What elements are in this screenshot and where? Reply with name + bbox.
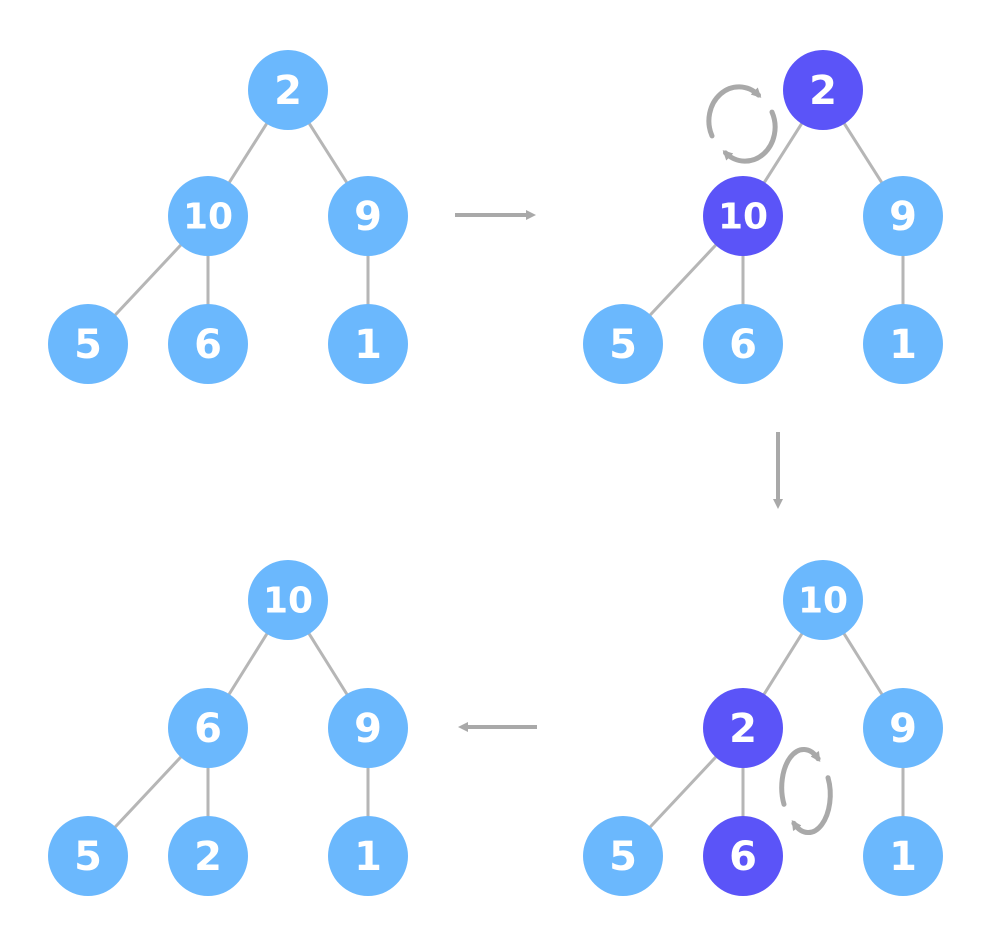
step-4-node-3: 5 — [48, 816, 128, 896]
step-1-node-label-1: 10 — [183, 197, 233, 238]
step-1-node-circle-2 — [328, 176, 408, 256]
step-4-node-circle-4 — [168, 816, 248, 896]
step-3-node-circle-2 — [863, 688, 943, 768]
step-3-node-0: 10 — [783, 560, 863, 640]
step-2-node-label-5: 1 — [889, 322, 917, 368]
step-2-node-3: 5 — [583, 304, 663, 384]
step-1-node-1: 10 — [168, 176, 248, 256]
step-3-node-label-3: 5 — [609, 834, 637, 880]
step-4-node-4: 2 — [168, 816, 248, 896]
step-3-node-circle-4 — [703, 816, 783, 896]
step-3-node-5: 1 — [863, 816, 943, 896]
step-1-node-label-5: 1 — [354, 322, 382, 368]
step-2-node-circle-4 — [703, 304, 783, 384]
step-2-node-1: 10 — [703, 176, 783, 256]
step-2-node-circle-3 — [583, 304, 663, 384]
step-4-node-2: 9 — [328, 688, 408, 768]
step-3-node-label-2: 9 — [889, 706, 917, 752]
step-4-node-circle-1 — [168, 688, 248, 768]
step-2-node-4: 6 — [703, 304, 783, 384]
step-1-node-2: 9 — [328, 176, 408, 256]
step-4-node-circle-2 — [328, 688, 408, 768]
step-2-node-label-2: 9 — [889, 194, 917, 240]
step-3-node-2: 9 — [863, 688, 943, 768]
step-2-node-label-0: 2 — [809, 68, 837, 114]
step-2-node-circle-5 — [863, 304, 943, 384]
step-3-swap-icon — [779, 747, 833, 835]
step-1-node-label-0: 2 — [274, 68, 302, 114]
step-3-node-3: 5 — [583, 816, 663, 896]
step-1-node-0: 2 — [248, 50, 328, 130]
step-1-node-label-4: 6 — [194, 322, 222, 368]
step-3-node-4: 6 — [703, 816, 783, 896]
step-2-node-circle-2 — [863, 176, 943, 256]
step-3-node-circle-3 — [583, 816, 663, 896]
step-3-node-label-5: 1 — [889, 834, 917, 880]
step-4-node-circle-3 — [48, 816, 128, 896]
step-2-node-circle-0 — [783, 50, 863, 130]
step-4-node-1: 6 — [168, 688, 248, 768]
step-1-node-circle-5 — [328, 304, 408, 384]
step-4-node-0: 10 — [248, 560, 328, 640]
step-2-swap-icon — [706, 84, 778, 164]
step-1-node-circle-1 — [168, 176, 248, 256]
step-2-node-circle-1 — [703, 176, 783, 256]
step-4-node-5: 1 — [328, 816, 408, 896]
step-2-node-2: 9 — [863, 176, 943, 256]
step-4-node-circle-5 — [328, 816, 408, 896]
step-3-node-label-0: 10 — [798, 581, 848, 622]
step-3-node-label-1: 2 — [729, 706, 757, 752]
step-3-node-label-4: 6 — [729, 834, 757, 880]
step-1-node-4: 6 — [168, 304, 248, 384]
step-4-node-circle-0 — [248, 560, 328, 640]
step-2-node-label-4: 6 — [729, 322, 757, 368]
step-4-node-label-4: 2 — [194, 834, 222, 880]
step-4-node-label-3: 5 — [74, 834, 102, 880]
step-1-node-label-2: 9 — [354, 194, 382, 240]
step-3-node-circle-1 — [703, 688, 783, 768]
step-4-node-label-1: 6 — [194, 706, 222, 752]
step-3-node-1: 2 — [703, 688, 783, 768]
step-1-node-label-3: 5 — [74, 322, 102, 368]
step-2-node-label-1: 10 — [718, 197, 768, 238]
step-4-node-label-0: 10 — [263, 581, 313, 622]
step-2-node-label-3: 5 — [609, 322, 637, 368]
step-1-node-3: 5 — [48, 304, 128, 384]
step-3-node-circle-5 — [863, 816, 943, 896]
step-2-node-5: 1 — [863, 304, 943, 384]
step-4-node-label-2: 9 — [354, 706, 382, 752]
step-1-node-5: 1 — [328, 304, 408, 384]
step-4-node-label-5: 1 — [354, 834, 382, 880]
step-1-node-circle-0 — [248, 50, 328, 130]
step-1-node-circle-3 — [48, 304, 128, 384]
step-1-node-circle-4 — [168, 304, 248, 384]
step-2-node-0: 2 — [783, 50, 863, 130]
step-3-node-circle-0 — [783, 560, 863, 640]
